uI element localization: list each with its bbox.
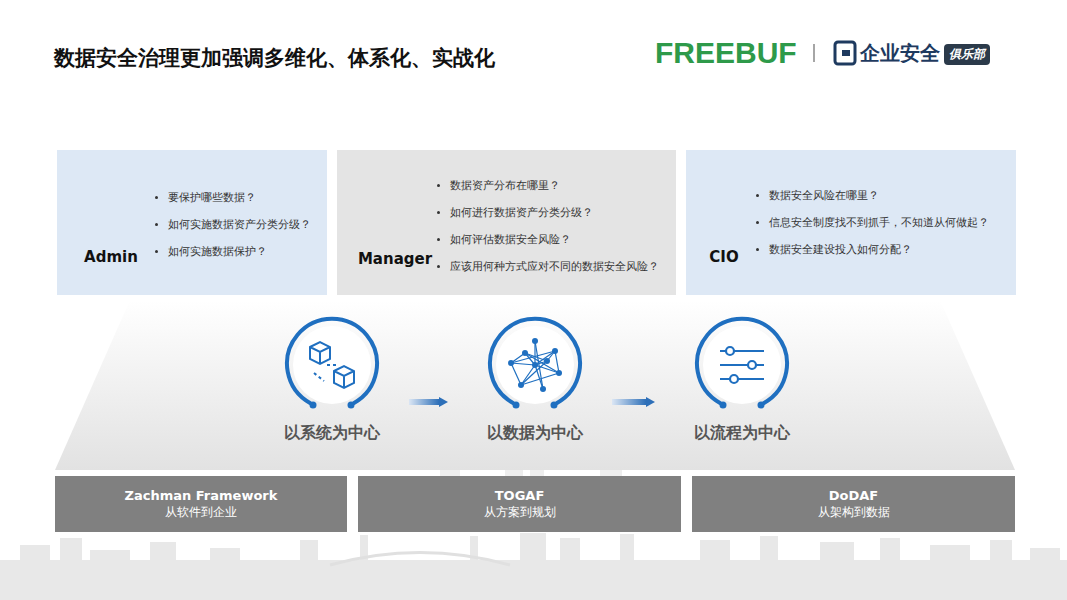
- circle-outline: [485, 315, 585, 415]
- bullet-row: 数据资产分布在哪里？: [437, 178, 560, 193]
- bullet-dot: [437, 265, 440, 268]
- bullet-row: 要保护哪些数据？: [155, 190, 256, 205]
- slide-title: 数据安全治理更加强调多维化、体系化、实战化: [54, 44, 495, 72]
- logo-text: 企业安全: [860, 40, 940, 67]
- logo-art: [814, 42, 855, 64]
- bullet-row: 如何进行数据资产分类分级？: [437, 205, 593, 220]
- logo-text: FREEBUF: [655, 36, 797, 70]
- flow-arrow: [612, 397, 655, 407]
- skyline: [0, 533, 1067, 600]
- bullet-dot: [437, 184, 440, 187]
- role-name: Admin: [71, 248, 151, 266]
- role-panel: Admin 要保护哪些数据？ 如何实施数据资产分类分级？ 如何实施数据保护？: [57, 150, 327, 295]
- bullet-text: 要保护哪些数据？: [168, 190, 256, 205]
- bullet-row: 应该用何种方式应对不同的数据安全风险？: [437, 259, 659, 274]
- framework-bar: Zachman Framework从软件到企业: [55, 476, 347, 532]
- bullet-text: 如何实施数据资产分类分级？: [168, 217, 311, 232]
- bullet-dot: [155, 223, 158, 226]
- bullet-text: 数据安全建设投入如何分配？: [769, 242, 912, 257]
- bullet-row: 如何评估数据安全风险？: [437, 232, 571, 247]
- stage-circle: 以系统为中心: [269, 315, 395, 444]
- framework-bar: TOGAF从方案到规划: [358, 476, 681, 532]
- framework-name: TOGAF: [495, 487, 545, 504]
- bullet-text: 数据安全风险在哪里？: [769, 188, 879, 203]
- circle-outline: [282, 315, 382, 415]
- bullet-text: 如何评估数据安全风险？: [450, 232, 571, 247]
- arrow-head: [646, 397, 655, 407]
- bullet-dot: [155, 196, 158, 199]
- bullet-dot: [437, 211, 440, 214]
- bullet-dot: [756, 248, 759, 251]
- platform: [55, 300, 1015, 470]
- framework-name: DoDAF: [829, 487, 878, 504]
- bullet-row: 如何实施数据保护？: [155, 244, 267, 259]
- stage-circle: 以流程为中心: [679, 315, 805, 444]
- stage-label: 以流程为中心: [679, 423, 805, 444]
- bullet-dot: [756, 221, 759, 224]
- framework-note: 从架构到数据: [818, 504, 890, 521]
- bullet-row: 数据安全风险在哪里？: [756, 188, 879, 203]
- bullet-dot: [155, 250, 158, 253]
- bullet-text: 如何进行数据资产分类分级？: [450, 205, 593, 220]
- bullet-text: 如何实施数据保护？: [168, 244, 267, 259]
- logo-badge: 俱乐部: [944, 44, 990, 65]
- framework-note: 从方案到规划: [484, 504, 556, 521]
- bullet-dot: [756, 194, 759, 197]
- framework-note: 从软件到企业: [165, 504, 237, 521]
- arrow-shaft: [612, 399, 646, 405]
- role-panel: CIO 数据安全风险在哪里？ 信息安全制度找不到抓手，不知道从何做起？ 数据安全建设投…: [686, 150, 1016, 295]
- stage-label: 以系统为中心: [269, 423, 395, 444]
- framework-name: Zachman Framework: [125, 487, 278, 504]
- circle-outline: [692, 315, 792, 415]
- bullet-row: 数据安全建设投入如何分配？: [756, 242, 912, 257]
- role-panel: Manager 数据资产分布在哪里？ 如何进行数据资产分类分级？ 如何评估数据安全风险…: [337, 150, 676, 295]
- stage-circle: 以数据为中心: [472, 315, 598, 444]
- arrow-shaft: [409, 399, 439, 405]
- role-name: CIO: [690, 248, 758, 266]
- bullet-dot: [437, 238, 440, 241]
- role-name: Manager: [345, 250, 445, 268]
- framework-bar: DoDAF从架构到数据: [692, 476, 1015, 532]
- arrow-head: [439, 397, 448, 407]
- bullet-row: 信息安全制度找不到抓手，不知道从何做起？: [756, 215, 989, 230]
- stage-label: 以数据为中心: [472, 423, 598, 444]
- bullet-text: 数据资产分布在哪里？: [450, 178, 560, 193]
- bullet-text: 应该用何种方式应对不同的数据安全风险？: [450, 259, 659, 274]
- bullet-row: 如何实施数据资产分类分级？: [155, 217, 311, 232]
- flow-arrow: [409, 397, 448, 407]
- bullet-text: 信息安全制度找不到抓手，不知道从何做起？: [769, 215, 989, 230]
